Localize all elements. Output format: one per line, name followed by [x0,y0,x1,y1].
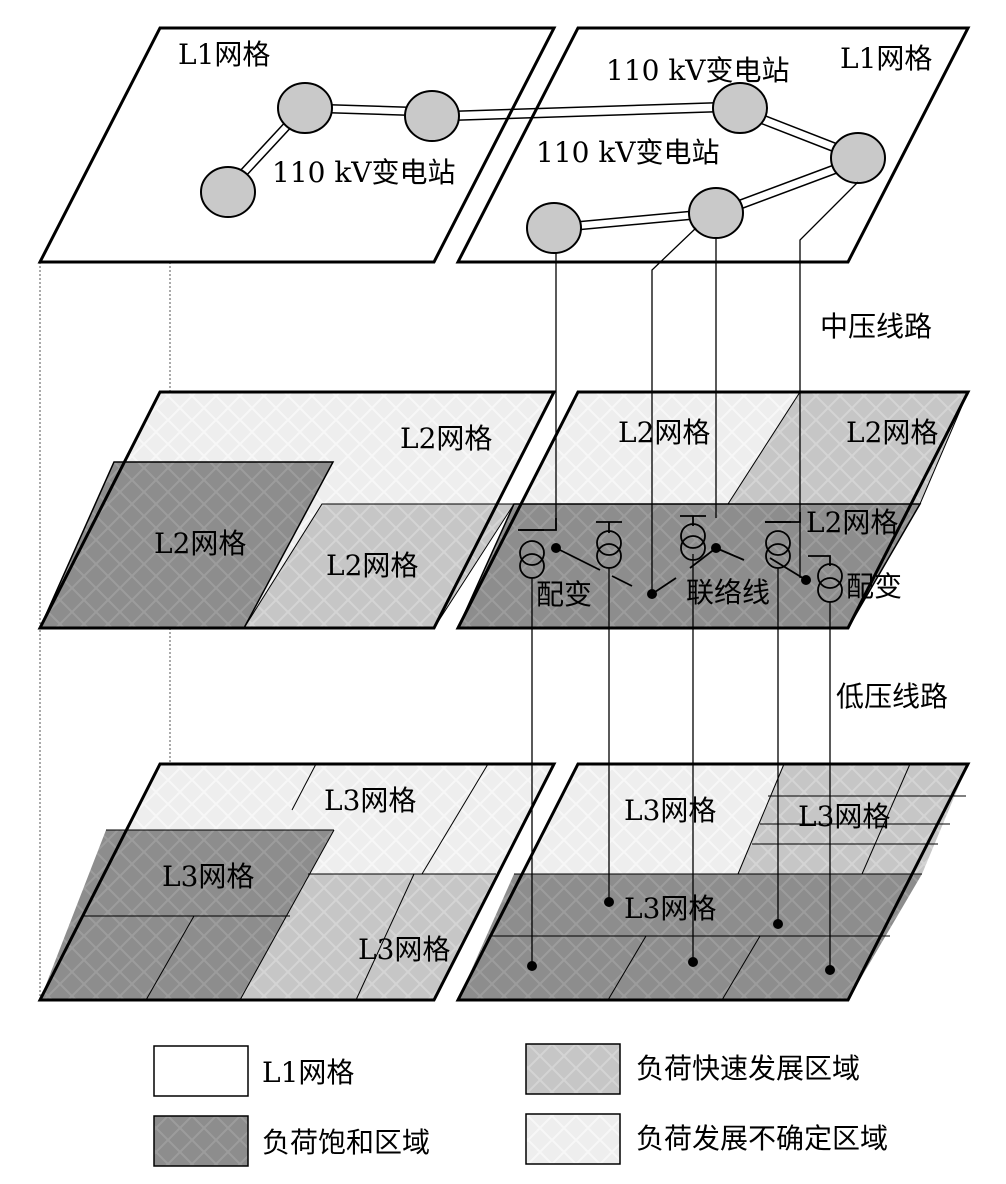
l3-medium-region [738,764,968,874]
l2-grid-label: L2网格 [806,506,898,539]
top-layer: L1网格 L1网格 110 kV变电站 110 kV变电站 110 kV变电站 [37,26,971,264]
substation-node [277,82,333,134]
substation-nodes [200,82,886,254]
l1-grid-left [37,26,557,264]
l3-dark-region [40,830,334,1000]
l3-grid-label: L3网格 [358,933,450,966]
legend: L1网格 负荷饱和区域 负荷快速发展区域 负荷发展不确定区域 [153,1043,888,1167]
substation-label: 110 kV变电站 [272,156,456,189]
substation-node [712,82,768,134]
substation-node [526,202,582,254]
legend-label-l1: L1网格 [262,1056,354,1089]
connection-lines [531,181,859,970]
legend-label-fast: 负荷快速发展区域 [636,1052,860,1085]
legend-swatch-l1 [153,1045,249,1097]
l1-grid-right [455,26,971,264]
l1-grid-label-left: L1网格 [178,38,270,71]
guide-lines [39,262,171,1000]
transformer-icon [518,518,557,579]
l3-grid-label: L3网格 [162,860,254,893]
l2-grid-label: L2网格 [618,416,710,449]
tie-line-label: 联络线 [686,576,770,609]
transformer-icon [808,555,843,603]
distribution-equipment [518,512,843,603]
l2-grid-label: L2网格 [400,422,492,455]
l3-medium-region [240,874,496,1000]
legend-label-saturated: 负荷饱和区域 [262,1126,430,1159]
l2-grid-label: L2网格 [326,549,418,582]
l3-grid-label: L3网格 [798,800,890,833]
l3-grid-label: L3网格 [624,892,716,925]
substation-node [404,90,460,142]
substation-label: 110 kV变电站 [606,54,790,87]
l3-dark-region [458,874,922,1000]
junction-dots [527,543,835,975]
legend-swatch-saturated [153,1115,249,1167]
mv-lines-label: 中压线路 [820,310,932,343]
legend-swatch-uncertain [525,1113,621,1165]
legend-label-uncertain: 负荷发展不确定区域 [636,1122,888,1155]
bottom-layer: L3网格 L3网格 L3网格 L3网格 L3网格 L3网格 [37,762,971,1002]
substation-label: 110 kV变电站 [536,136,720,169]
substation-node [200,166,256,218]
l2-grid-label: L2网格 [846,416,938,449]
middle-layer: L2网格 L2网格 L2网格 L2网格 L2网格 L2网格 [37,390,971,630]
legend-swatch-fast [525,1043,621,1095]
transformer-label: 配变 [846,570,902,603]
l3-grid-label: L3网格 [624,794,716,827]
transformer-icon [596,521,622,569]
l1-grid-label-right: L1网格 [840,42,932,75]
l3-grid-label: L3网格 [324,784,416,817]
lv-lines-label: 低压线路 [836,680,948,713]
transformer-icon [765,512,801,569]
transformer-label: 配变 [536,578,592,611]
substation-node [688,187,744,239]
transformer-icon [680,515,706,561]
l2-grid-label: L2网格 [154,527,246,560]
substation-node [830,132,886,184]
